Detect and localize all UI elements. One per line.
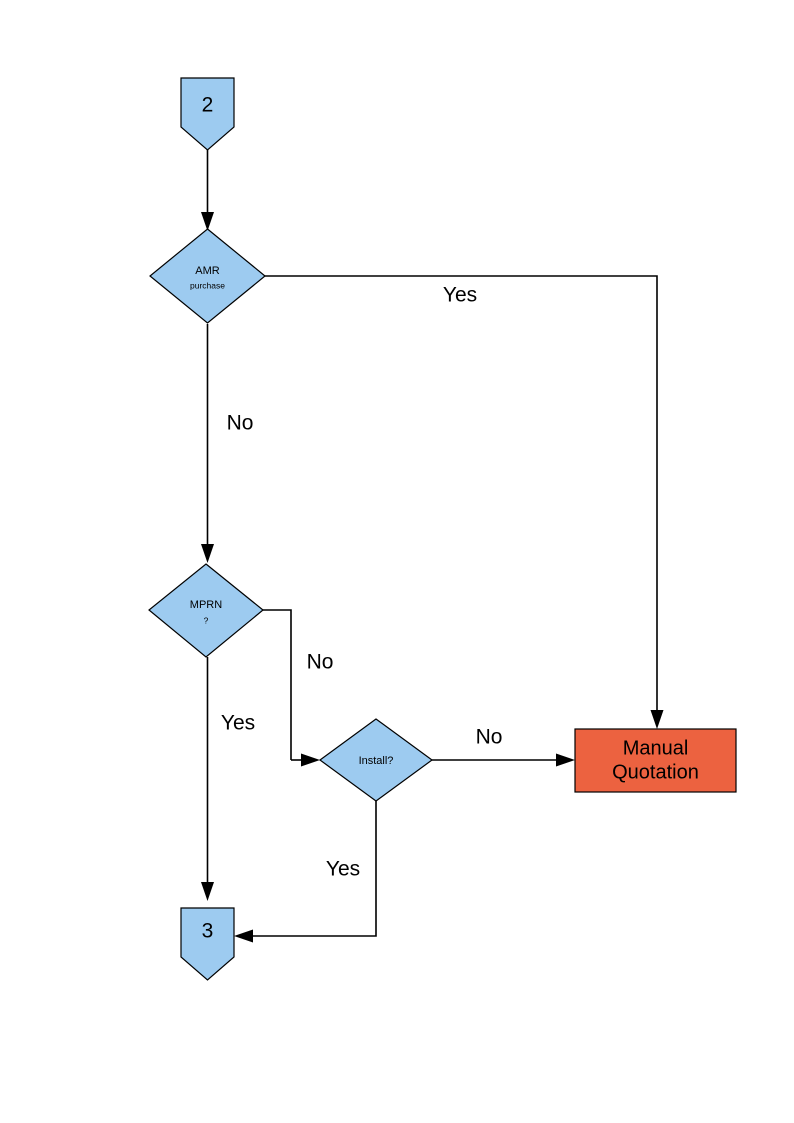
edge-start-to-amr	[201, 150, 214, 231]
edge-amr-no-to-mprn	[201, 324, 214, 563]
edge-install-no-to-manual-arrowhead	[556, 753, 575, 767]
off-page-connector-shape-3	[180, 907, 235, 981]
node-start-connector-2[interactable]: 2	[180, 77, 235, 151]
edge-amr-yes-to-manual-arrowhead	[650, 710, 664, 729]
node-label-manual-quotation-line2: Quotation	[612, 761, 699, 783]
decision-diamond-shape-mprn	[148, 563, 264, 658]
node-decision-mprn[interactable]: MPRN ?	[148, 563, 264, 658]
decision-diamond-shape-install	[318, 718, 434, 802]
process-rectangle-shape-manual-quotation	[574, 728, 737, 793]
node-label-amr-line1: AMR	[195, 265, 220, 277]
edge-label-install-yes: Yes	[326, 858, 360, 881]
node-decision-amr-purchase[interactable]: AMR purchase	[149, 228, 266, 324]
edge-mprn-yes-to-connector3	[201, 657, 214, 901]
edge-mprn-yes-to-connector3-arrowhead	[201, 882, 214, 901]
node-label-mprn-line1: MPRN	[190, 599, 222, 611]
edge-label-install-no: No	[476, 726, 503, 749]
node-label-install: Install?	[359, 755, 394, 767]
edge-label-amr-yes: Yes	[443, 284, 477, 307]
edge-install-yes-to-connector3	[234, 800, 377, 943]
node-label-start-connector-2: 2	[202, 94, 214, 117]
edge-label-mprn-yes: Yes	[221, 712, 255, 735]
edge-amr-yes-to-manual	[265, 275, 664, 729]
edge-start-to-amr-arrowhead	[201, 212, 214, 231]
edge-install-yes-to-connector3-arrowhead	[234, 929, 253, 943]
off-page-connector-shape-2	[180, 77, 235, 151]
edge-mprn-no-to-install-line	[263, 609, 292, 760]
node-label-amr-line2: purchase	[190, 280, 225, 290]
node-process-manual-quotation[interactable]: Manual Quotation	[574, 728, 737, 793]
node-label-manual-quotation-line1: Manual	[623, 737, 689, 759]
edge-amr-no-to-mprn-arrowhead	[201, 544, 214, 563]
edge-mprn-no-to-install-arrowhead	[301, 753, 320, 767]
node-label-mprn-line2: ?	[204, 615, 209, 625]
edge-install-no-to-manual	[432, 753, 575, 767]
decision-diamond-shape-amr	[149, 228, 266, 324]
edge-label-amr-no: No	[227, 412, 254, 435]
node-label-end-connector-3: 3	[202, 920, 214, 943]
edge-label-mprn-no: No	[307, 651, 334, 674]
edge-amr-yes-to-manual-line	[265, 275, 658, 716]
edge-install-yes-to-connector3-line	[247, 800, 377, 937]
node-decision-install[interactable]: Install?	[318, 718, 434, 802]
node-end-connector-3[interactable]: 3	[180, 907, 235, 981]
edge-mprn-no-to-install	[263, 609, 320, 767]
